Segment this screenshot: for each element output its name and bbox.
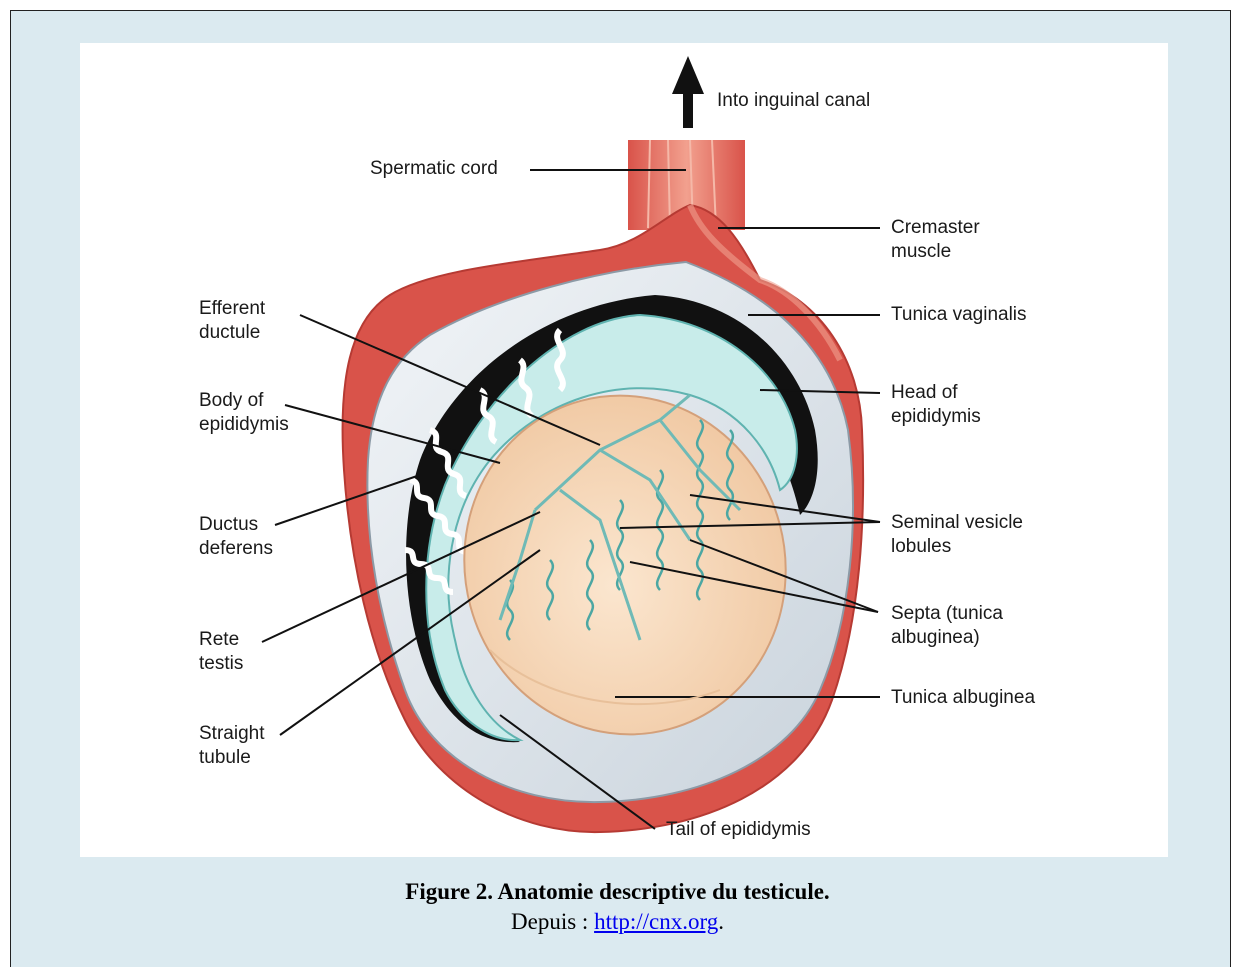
label-spermatic-cord: Spermatic cord [370, 157, 498, 181]
label-septa: Septa (tunica albuginea) [891, 602, 1003, 650]
label-ductus-deferens: Ductus deferens [199, 513, 273, 561]
arrow-up-icon [672, 56, 704, 128]
caption-source-prefix: Depuis : [511, 909, 594, 934]
label-seminal-vesicle-lobules: Seminal vesicle lobules [891, 511, 1023, 559]
caption-source: Depuis : http://cnx.org. [0, 907, 1235, 937]
figure-caption: Figure 2. Anatomie descriptive du testic… [0, 877, 1235, 937]
label-head-of-epididymis: Head of epididymis [891, 381, 981, 429]
label-tunica-albuginea: Tunica albuginea [891, 686, 1035, 710]
label-tunica-vaginalis: Tunica vaginalis [891, 303, 1027, 327]
label-straight-tubule: Straight tubule [199, 722, 264, 770]
label-rete-testis: Rete testis [199, 628, 243, 676]
caption-source-suffix: . [718, 909, 724, 934]
label-body-of-epididymis: Body of epididymis [199, 389, 289, 437]
label-tail-of-epididymis: Tail of epididymis [666, 818, 811, 842]
caption-title: Figure 2. Anatomie descriptive du testic… [0, 877, 1235, 907]
source-link[interactable]: http://cnx.org [594, 909, 718, 934]
label-cremaster-muscle: Cremaster muscle [891, 216, 980, 264]
label-into-inguinal-canal: Into inguinal canal [717, 89, 870, 113]
label-efferent-ductule: Efferent ductule [199, 297, 265, 345]
